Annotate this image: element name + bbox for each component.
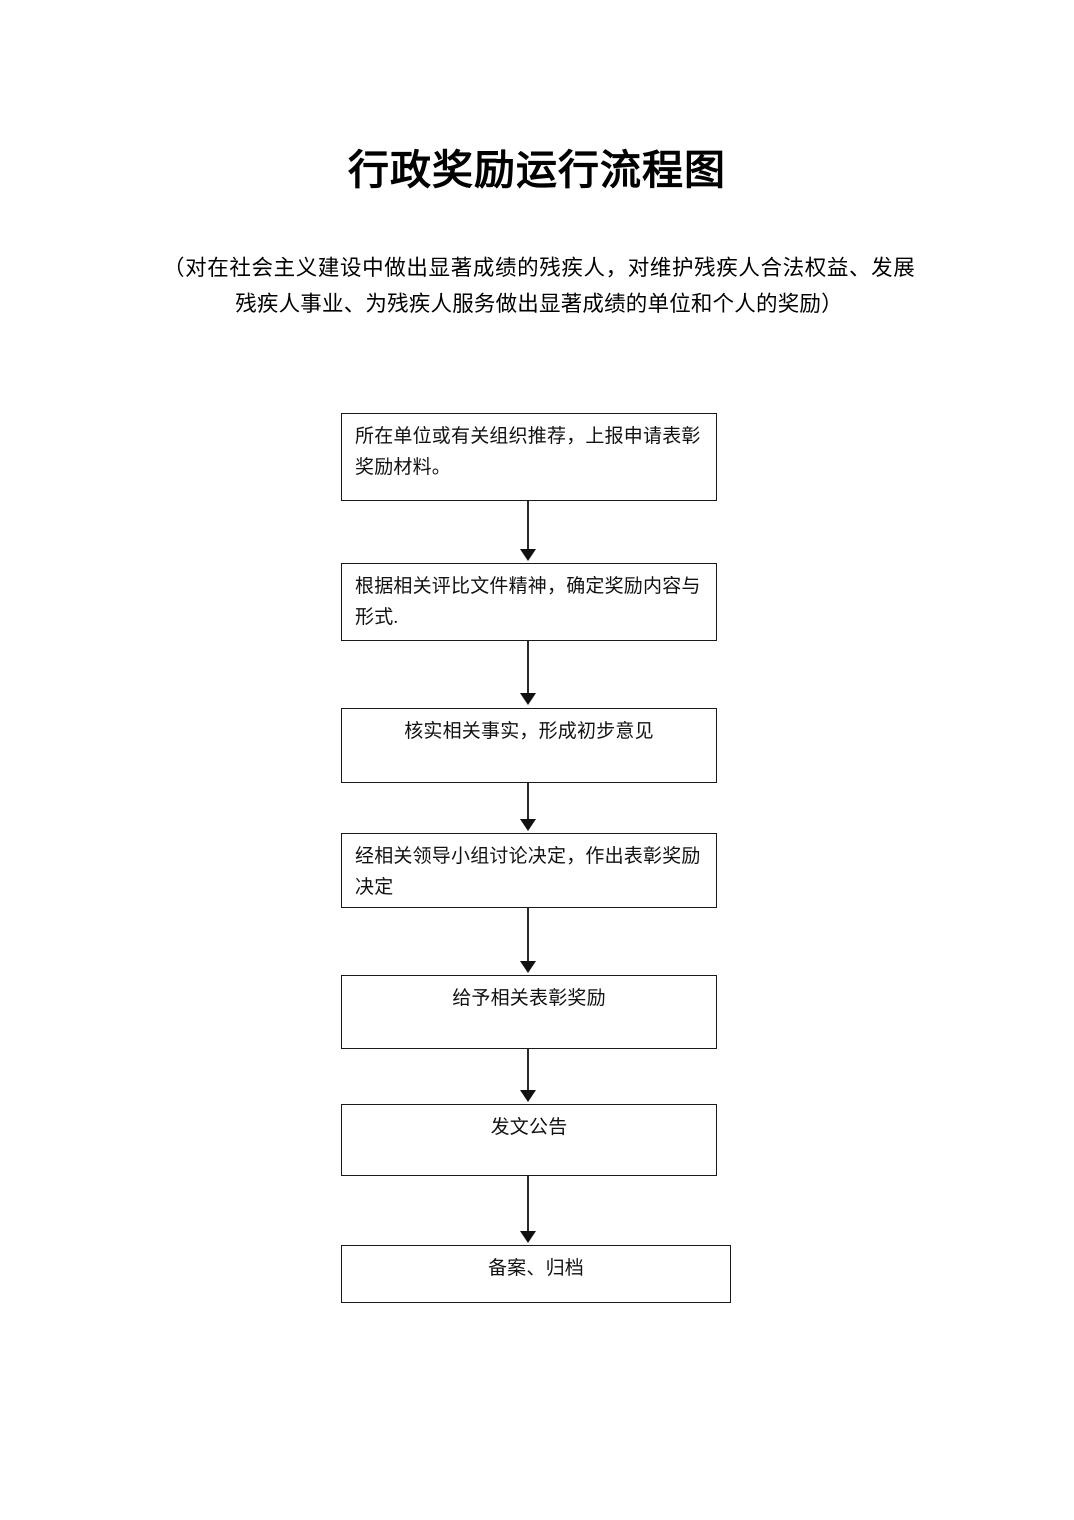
flow-node-5-label: 给予相关表彰奖励 xyxy=(452,988,606,1009)
flow-node-1: 所在单位或有关组织推荐，上报申请表彰奖励材料。 xyxy=(341,413,717,501)
flow-node-5: 给予相关表彰奖励 xyxy=(341,975,717,1049)
arrow-down-icon xyxy=(520,1231,536,1243)
flow-connector-3 xyxy=(527,783,529,821)
flow-node-3: 核实相关事实，形成初步意见 xyxy=(341,708,717,783)
flow-node-6-label: 发文公告 xyxy=(490,1117,568,1138)
arrow-down-icon xyxy=(520,549,536,561)
flow-node-4: 经相关领导小组讨论决定，作出表彰奖励决定 xyxy=(341,833,717,908)
flow-node-3-label: 核实相关事实，形成初步意见 xyxy=(404,721,654,742)
flow-connector-5 xyxy=(527,1049,529,1092)
flow-node-4-label: 经相关领导小组讨论决定，作出表彰奖励决定 xyxy=(355,846,701,898)
flow-connector-1 xyxy=(527,501,529,551)
page-subtitle: （对在社会主义建设中做出显著成绩的残疾人，对维护残疾人合法权益、发展残疾人事业、… xyxy=(163,255,915,316)
page-title: 行政奖励运行流程图 xyxy=(348,147,726,194)
arrow-down-icon xyxy=(520,819,536,831)
flow-node-7: 备案、归档 xyxy=(341,1245,731,1303)
flow-node-7-label: 备案、归档 xyxy=(487,1258,584,1279)
arrow-down-icon xyxy=(520,693,536,705)
flow-node-2: 根据相关评比文件精神，确定奖励内容与形式. xyxy=(341,563,717,641)
arrow-down-icon xyxy=(520,961,536,973)
flow-connector-6 xyxy=(527,1176,529,1233)
flow-node-1-label: 所在单位或有关组织推荐，上报申请表彰奖励材料。 xyxy=(355,426,701,478)
flow-node-2-label: 根据相关评比文件精神，确定奖励内容与形式. xyxy=(355,576,701,628)
arrow-down-icon xyxy=(520,1090,536,1102)
flow-connector-4 xyxy=(527,908,529,963)
flow-node-6: 发文公告 xyxy=(341,1104,717,1176)
flow-connector-2 xyxy=(527,641,529,695)
